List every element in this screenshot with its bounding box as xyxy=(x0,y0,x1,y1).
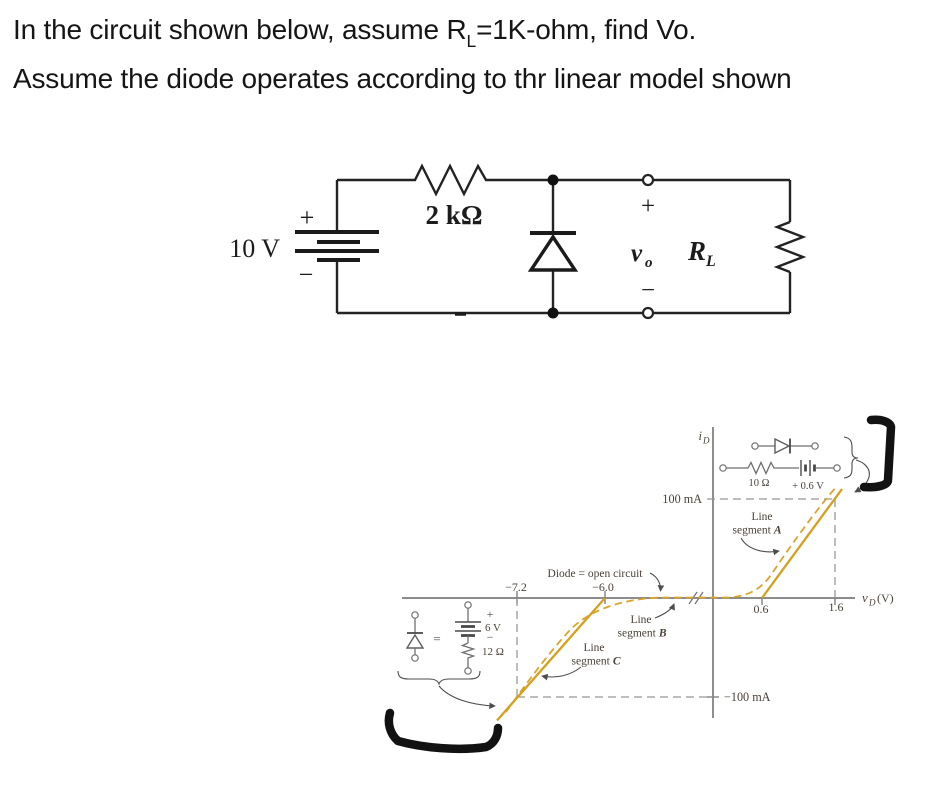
inset-c-terminal-3 xyxy=(464,601,472,609)
line-segment-c xyxy=(496,597,606,722)
inset-a-resistor-label: 10 Ω xyxy=(749,478,770,489)
series-resistor: 2 kΩ xyxy=(408,163,492,230)
segment-c-line1: Line xyxy=(583,642,604,654)
circuit-wires xyxy=(335,178,792,316)
tick-label-neg60: −6.0 xyxy=(592,580,614,594)
tick-label-neg72: −7.2 xyxy=(505,580,527,594)
diode-model-graph: i D v D (V) 100 mA −100 mA −7.2 −6.0 0.6… xyxy=(384,415,896,754)
voltage-source-battery: + − 10 V xyxy=(229,203,379,289)
inset-model-c: = + 6 V − 12 Ω xyxy=(397,601,504,710)
node-dot-top xyxy=(547,174,559,186)
inset-c-battery-icon xyxy=(455,621,481,637)
problem-statement: In the circuit shown below, assume RL=1K… xyxy=(13,6,923,103)
series-resistor-zigzag xyxy=(408,163,492,197)
inset-a-battery-label: + 0.6 V xyxy=(792,481,824,492)
vo-minus-sign: − xyxy=(641,277,655,304)
inset-c-minus-sign: − xyxy=(487,632,494,644)
tick-label-16: 1.6 xyxy=(829,600,844,614)
problem-line-1-tail: =1K-ohm, find Vo. xyxy=(476,14,697,45)
inset-a-terminal-4 xyxy=(833,464,841,472)
neg-current-label: −100 mA xyxy=(724,690,771,704)
inset-c-resistor-label: 12 Ω xyxy=(482,646,504,658)
source-voltage-label: 10 V xyxy=(229,234,280,263)
vo-terminal-top xyxy=(641,173,655,187)
inset-c-plus-sign: + xyxy=(487,609,494,621)
guide-lines xyxy=(516,498,836,698)
problem-line-1: In the circuit shown below, assume RL=1K… xyxy=(13,6,923,55)
inset-a-battery-icon xyxy=(800,460,816,476)
inset-a-terminal-3 xyxy=(719,464,727,472)
inset-c-equals-sign: = xyxy=(433,631,440,646)
node-dot-bottom xyxy=(547,307,559,319)
pos-current-label: 100 mA xyxy=(662,492,702,506)
y-axis-label: i xyxy=(699,429,703,443)
inset-c-terminal-2 xyxy=(411,654,419,662)
segment-c-arrow xyxy=(541,666,582,681)
load-resistor: R L xyxy=(687,220,807,274)
x-axis-label: v xyxy=(862,590,868,605)
open-circuit-note: Diode = open circuit xyxy=(548,568,644,580)
segment-a-arrow xyxy=(740,537,780,556)
inset-c-battery-label: 6 V xyxy=(485,622,501,634)
source-minus-sign: − xyxy=(299,260,314,289)
tick-label-06: 0.6 xyxy=(754,602,769,616)
inset-a-diode-icon xyxy=(774,437,791,455)
inset-a-terminal-2 xyxy=(811,442,819,450)
inset-a-brace xyxy=(843,436,859,479)
rl-label: R xyxy=(687,236,706,266)
inset-c-diode-icon xyxy=(405,633,425,649)
source-plus-sign: + xyxy=(300,203,315,232)
load-resistor-zigzag xyxy=(773,220,807,274)
rl-label-sub: L xyxy=(705,253,716,270)
problem-line-2: Assume the diode operates according to t… xyxy=(13,63,792,95)
inset-a-terminal-1 xyxy=(751,442,759,450)
inset-model-a: 10 Ω + 0.6 V xyxy=(719,436,870,493)
x-axis-label-sub: D xyxy=(868,598,876,608)
open-circuit-arrow xyxy=(649,572,665,592)
vo-terminal-bottom xyxy=(641,306,655,320)
inset-c-underbrace xyxy=(397,670,481,686)
vo-plus-sign: + xyxy=(641,193,655,220)
line-segment-a xyxy=(761,488,843,599)
segment-a-line1: Line xyxy=(751,511,772,523)
segment-b-line1: Line xyxy=(630,614,651,626)
circuit-diagram: + − 10 V 2 kΩ + − v o R L xyxy=(229,163,807,320)
vo-label: v xyxy=(631,240,643,267)
rl-subscript: L xyxy=(466,30,477,51)
y-axis-label-sub: D xyxy=(702,436,710,446)
segment-b-arrow xyxy=(654,603,675,619)
diode xyxy=(527,174,579,319)
inset-a-arrow xyxy=(854,459,870,493)
inset-c-resistor-zigzag xyxy=(460,642,476,668)
vo-label-sub: o xyxy=(645,255,653,271)
inset-c-terminal-1 xyxy=(411,611,419,619)
inset-c-arrow xyxy=(438,685,496,710)
inset-a-resistor-zigzag xyxy=(745,460,775,476)
hand-drawn-bracket-left xyxy=(384,708,503,754)
series-resistor-label: 2 kΩ xyxy=(426,200,483,230)
inset-c-terminal-4 xyxy=(464,667,472,675)
diode-triangle xyxy=(527,233,579,272)
hand-drawn-bracket-right xyxy=(859,415,896,492)
x-axis-unit: (V) xyxy=(877,591,894,605)
problem-line-1-text: In the circuit shown below, assume R xyxy=(13,14,467,45)
output-terminals: + − v o xyxy=(631,173,655,320)
actual-diode-curve-dashed xyxy=(505,485,838,713)
